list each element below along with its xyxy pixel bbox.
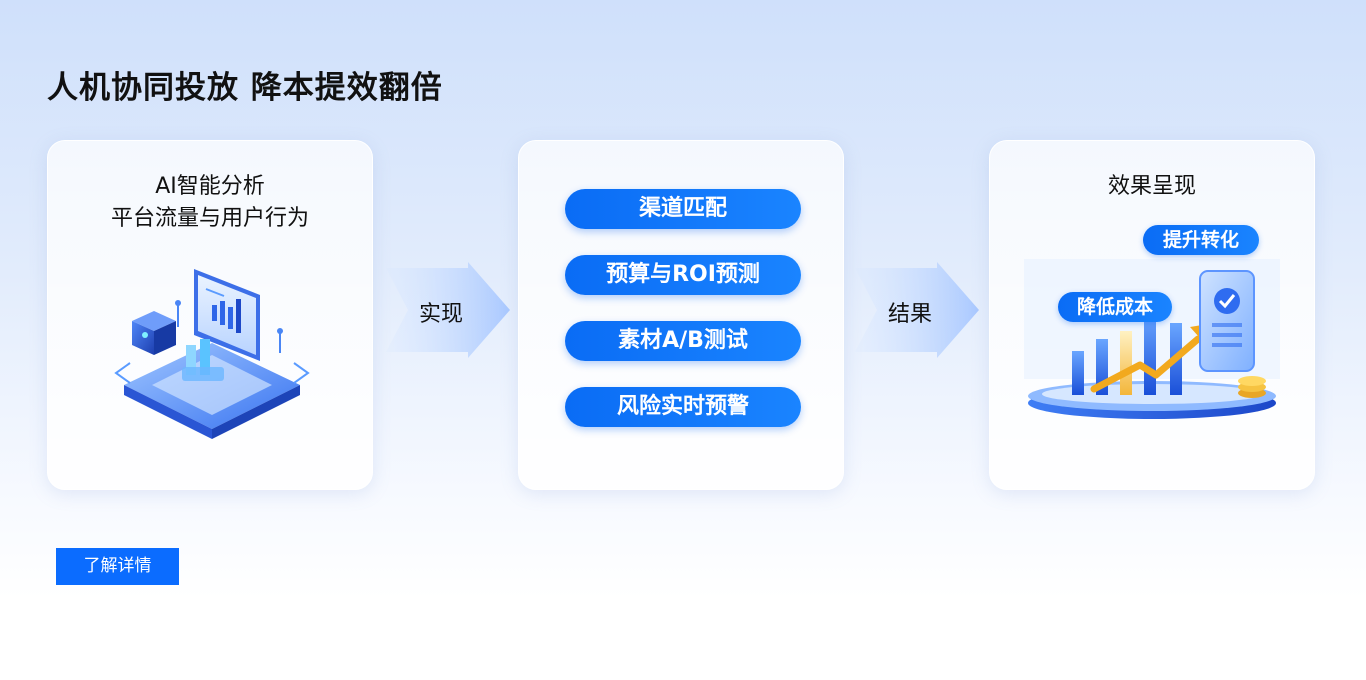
tag-reduce-cost: 降低成本 bbox=[1058, 292, 1172, 322]
pill-budget-roi: 预算与ROI预测 bbox=[565, 255, 801, 295]
implementation-card: 渠道匹配 预算与ROI预测 素材A/B测试 风险实时预警 bbox=[518, 140, 844, 490]
connector-label-2: 结果 bbox=[887, 302, 932, 327]
pill-ab-testing: 素材A/B测试 bbox=[565, 321, 801, 361]
learn-more-button[interactable]: 了解详情 bbox=[56, 548, 179, 585]
card-heading-line1: AI智能分析 bbox=[155, 174, 265, 199]
ai-analysis-illustration bbox=[114, 269, 310, 439]
connector-label-1: 实现 bbox=[418, 302, 463, 327]
arrow-right-icon bbox=[855, 262, 979, 358]
arrow-right-icon bbox=[386, 262, 510, 358]
pill-risk-warning: 风险实时预警 bbox=[565, 387, 801, 427]
growth-chart-illustration bbox=[1024, 259, 1280, 419]
pill-channel-matching: 渠道匹配 bbox=[565, 189, 801, 229]
card-heading-line2: 平台流量与用户行为 bbox=[110, 206, 309, 231]
results-title: 效果呈现 bbox=[1107, 174, 1196, 199]
results-card: 效果呈现 bbox=[989, 140, 1315, 490]
page-title: 人机协同投放 降本提效翻倍 bbox=[47, 70, 443, 106]
connector-arrow-2: 结果 bbox=[855, 262, 985, 358]
connector-arrow-1: 实现 bbox=[386, 262, 516, 358]
ai-analysis-card: AI智能分析 平台流量与用户行为 bbox=[47, 140, 373, 490]
tag-increase-conversion: 提升转化 bbox=[1143, 225, 1259, 255]
